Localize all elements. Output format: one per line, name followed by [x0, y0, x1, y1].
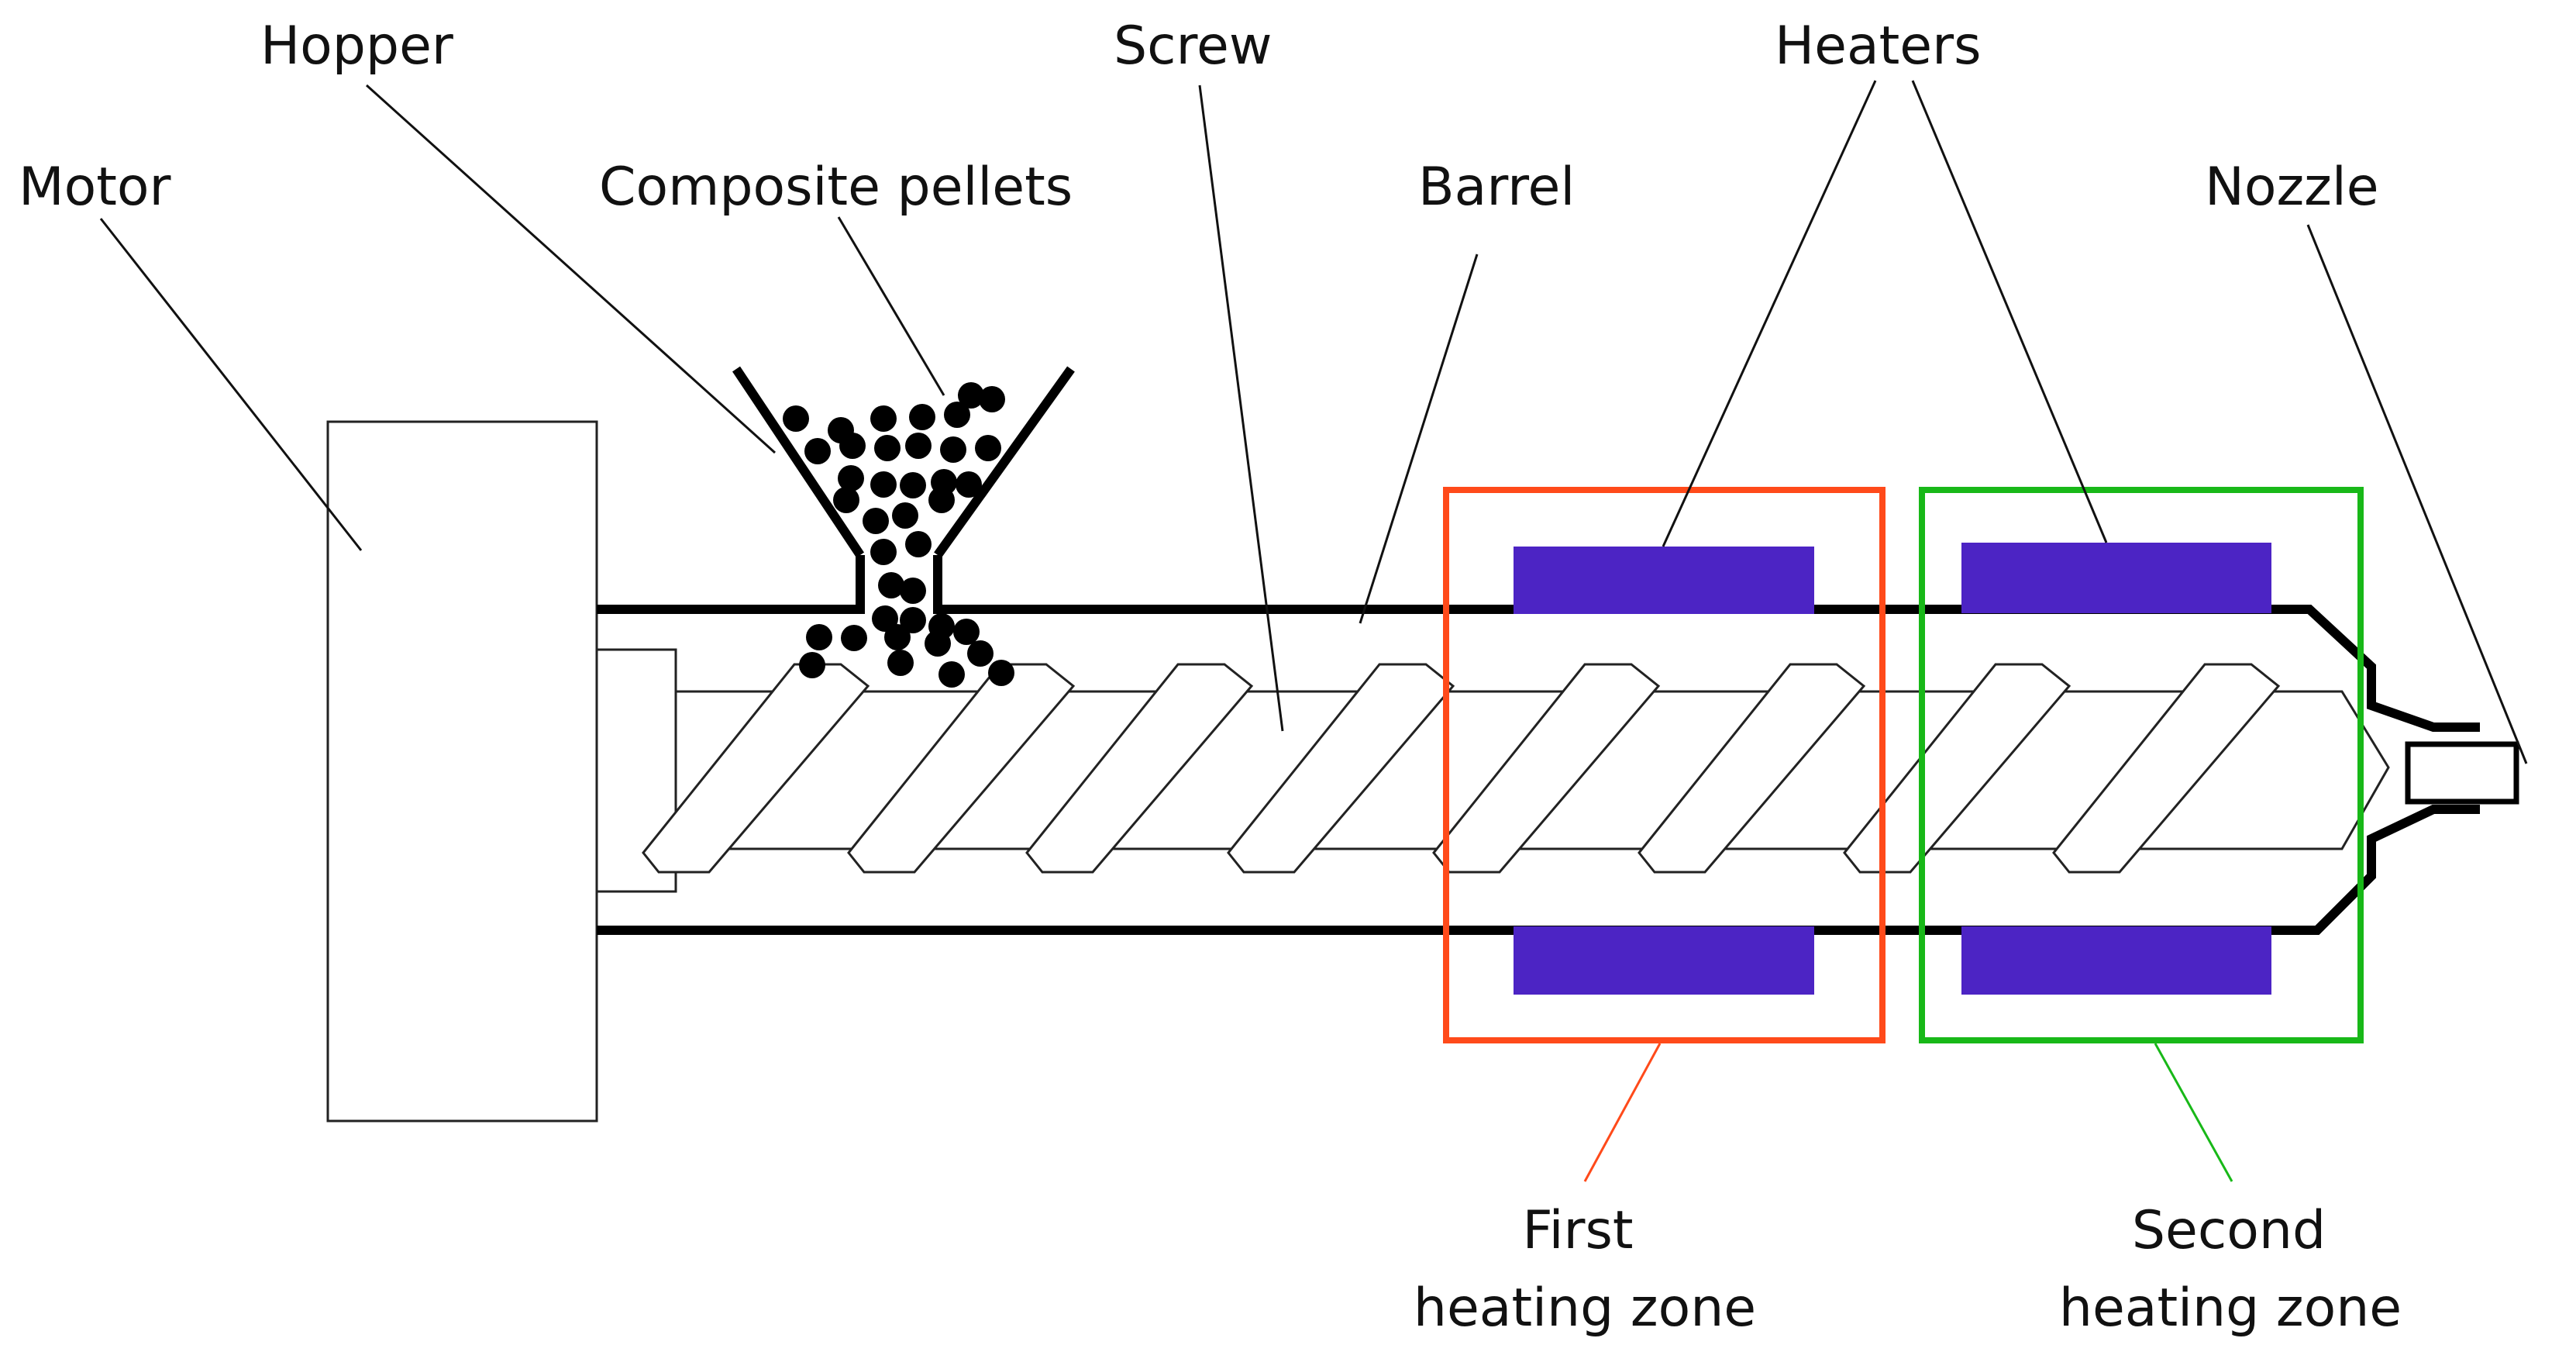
pellet — [804, 438, 831, 464]
screw-flight — [847, 663, 1076, 874]
pellet — [958, 382, 984, 409]
heater-zone1-bottom — [1514, 926, 1814, 995]
pellet — [839, 433, 866, 459]
screw-leader — [1198, 84, 1284, 732]
pellet — [878, 572, 904, 598]
heaters-leader-2 — [1911, 80, 2108, 543]
pellet — [783, 405, 809, 432]
composite-pellets — [783, 382, 1014, 688]
pellets-leader — [837, 216, 945, 396]
second-heating-zone-label-line2: heating zone — [2059, 1278, 2402, 1339]
hopper-leader — [365, 84, 777, 454]
heaters-leader-1 — [1662, 80, 1877, 547]
screw-flight — [1227, 663, 1455, 874]
screw-flight — [642, 663, 870, 874]
screw-flight — [1025, 663, 1254, 874]
pellet — [940, 436, 966, 463]
nozzle-label: Nozzle — [2205, 157, 2379, 218]
pellet — [925, 630, 951, 657]
pellet — [979, 386, 1005, 412]
pellet — [900, 578, 926, 604]
pellet — [967, 640, 994, 667]
barrel-top-wall — [597, 555, 2480, 732]
first-heating-zone-label-line1: First — [1522, 1200, 1633, 1261]
first-heating-zone-label-line2: heating zone — [1414, 1278, 1756, 1339]
pellet — [909, 404, 935, 430]
screw-flight — [2052, 663, 2281, 874]
pellets-label: Composite pellets — [599, 157, 1073, 218]
screw-flight — [1843, 663, 2071, 874]
pellet — [900, 607, 926, 633]
pellet — [975, 435, 1001, 461]
pellet — [928, 487, 955, 513]
motor-block — [326, 420, 598, 1123]
hopper — [732, 366, 1075, 558]
pellet — [874, 435, 901, 461]
pellet — [938, 661, 965, 688]
pellet — [806, 624, 832, 650]
first-heating-zone-frame — [1443, 487, 1886, 1043]
pellet — [956, 471, 982, 498]
pellet — [988, 660, 1014, 686]
nozzle — [2405, 741, 2519, 805]
hopper-label: Hopper — [260, 16, 453, 77]
heaters-label: Heaters — [1775, 16, 1982, 77]
pellet — [944, 402, 970, 428]
pellet — [892, 502, 918, 529]
second-heating-zone-frame — [1919, 487, 2364, 1043]
pellet — [872, 605, 898, 632]
barrel-label: Barrel — [1418, 157, 1575, 218]
heater-zone2-bottom — [1961, 926, 2271, 995]
pellet — [870, 539, 897, 565]
screw-flight — [1432, 663, 1661, 874]
pellet — [884, 624, 911, 650]
pellet — [870, 471, 897, 498]
pellet — [905, 531, 932, 557]
pellet — [887, 650, 914, 676]
pellet — [799, 652, 825, 678]
motor-leader — [99, 218, 363, 551]
pellet — [838, 465, 864, 491]
motor-label: Motor — [19, 157, 171, 218]
pellet — [900, 472, 926, 498]
pellet — [905, 433, 932, 459]
second-heating-zone-label-line1: Second — [2132, 1200, 2326, 1261]
screw-label: Screw — [1114, 16, 1272, 77]
pellet — [953, 619, 980, 645]
zone2-leader — [2154, 1043, 2233, 1182]
heater-zone1-top — [1514, 547, 1814, 614]
nozzle-leader — [2306, 224, 2528, 764]
barrel-leader — [1359, 253, 1479, 624]
pellet — [841, 625, 867, 651]
pellet — [870, 405, 897, 432]
pellet — [833, 487, 859, 513]
pellet — [863, 508, 889, 534]
screw-flight — [1638, 663, 1866, 874]
zone1-leader — [1583, 1043, 1662, 1182]
heater-zone2-top — [1961, 543, 2271, 613]
screw-flights — [642, 663, 2281, 874]
